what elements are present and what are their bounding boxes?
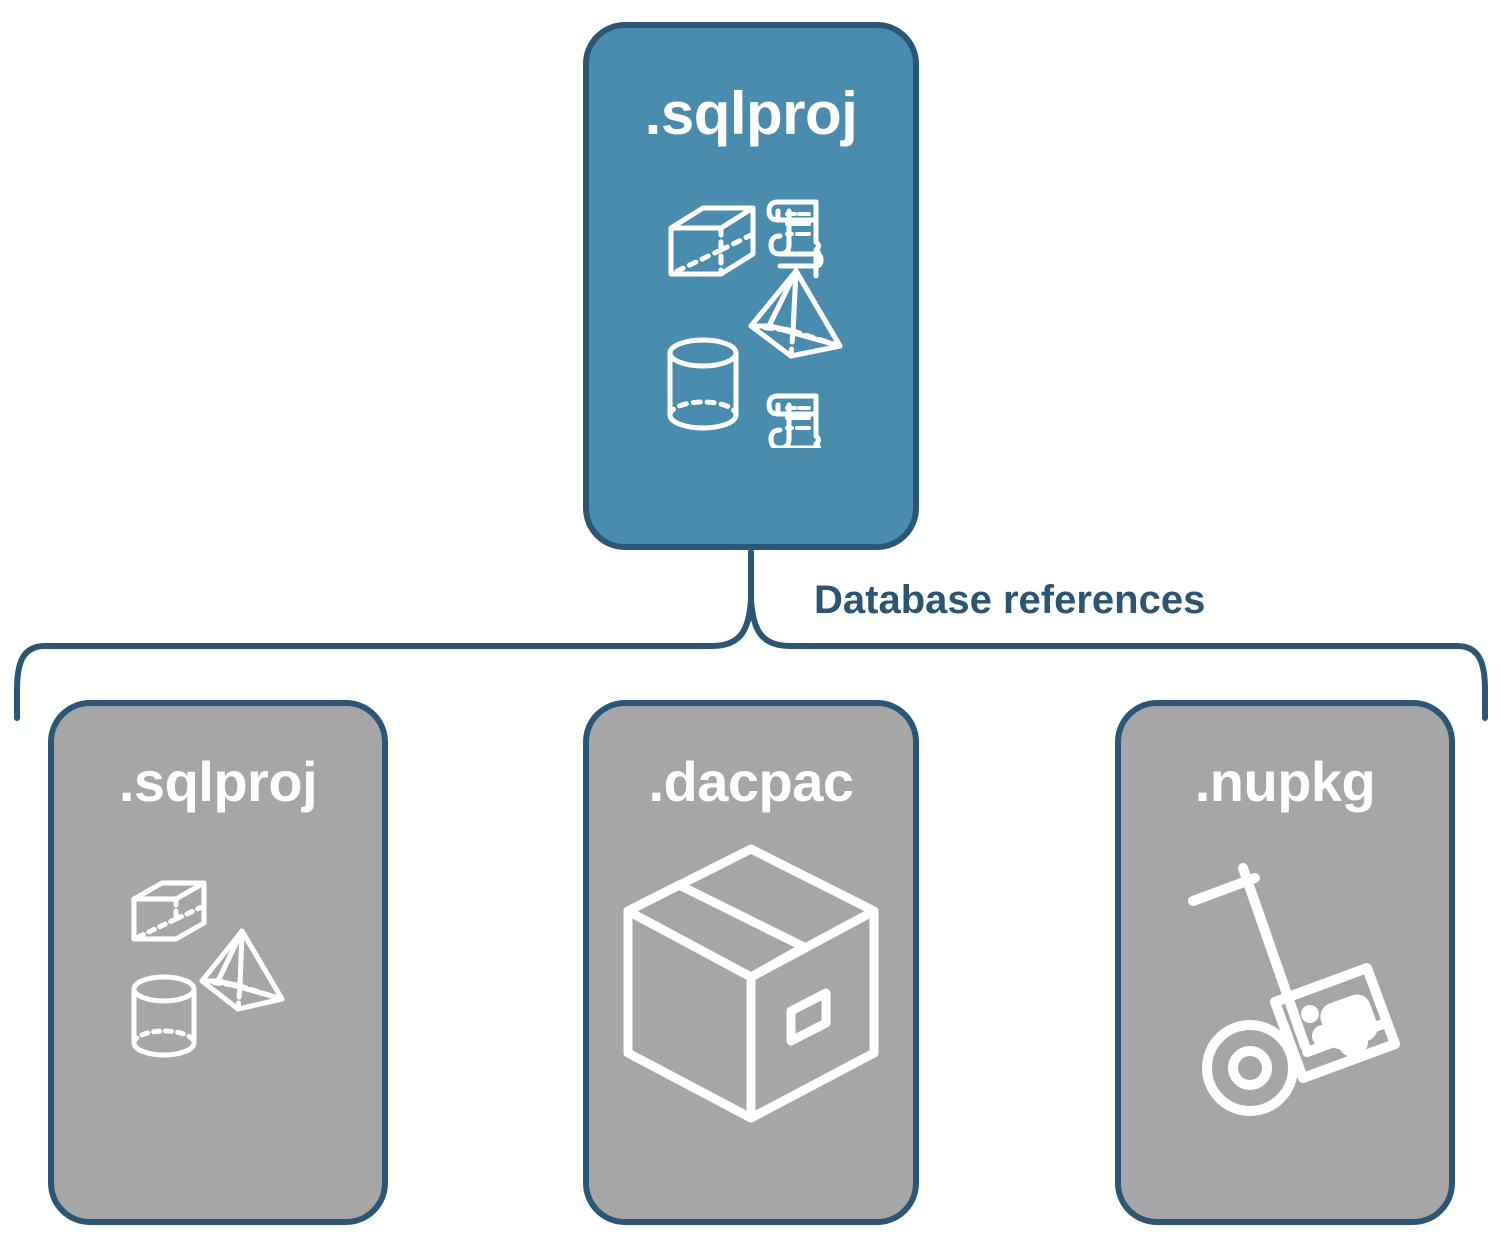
node-icon-group-dacpac <box>589 841 913 1126</box>
node-icon-group-primary <box>589 178 913 448</box>
scroll-script-icon <box>766 393 822 448</box>
cube-wireframe-icon <box>131 880 206 942</box>
node-title-nupkg: .nupkg <box>1194 750 1376 813</box>
scroll-script-icon <box>766 199 824 279</box>
node-card-sqlproj-reference[interactable]: .sqlproj <box>48 700 388 1225</box>
database-objects-icon-group <box>667 199 843 448</box>
package-box-icon <box>623 844 879 1123</box>
node-card-sqlproj-primary[interactable]: .sqlproj <box>583 22 919 550</box>
node-icon-group-nupkg <box>1121 856 1449 1126</box>
node-title-dacpac: .dacpac <box>648 750 854 813</box>
node-title-sqlproj-primary: .sqlproj <box>644 80 858 147</box>
pyramid-wireframe-icon <box>199 928 284 1012</box>
node-icon-group-sqlproj-reference <box>54 861 382 1071</box>
database-objects-icon-group <box>131 880 284 1058</box>
node-title-sqlproj-reference: .sqlproj <box>118 750 318 813</box>
hand-truck-package-icon <box>1188 863 1400 1116</box>
node-card-nupkg[interactable]: .nupkg <box>1115 700 1455 1225</box>
cylinder-wireframe-icon <box>131 974 196 1058</box>
nuget-logo-shapes <box>1301 994 1378 1057</box>
connector-label-database-references: Database references <box>814 578 1206 622</box>
cube-wireframe-icon <box>668 205 756 277</box>
node-card-dacpac[interactable]: .dacpac <box>583 700 919 1225</box>
pyramid-wireframe-icon <box>748 268 843 359</box>
cylinder-wireframe-icon <box>667 337 739 431</box>
